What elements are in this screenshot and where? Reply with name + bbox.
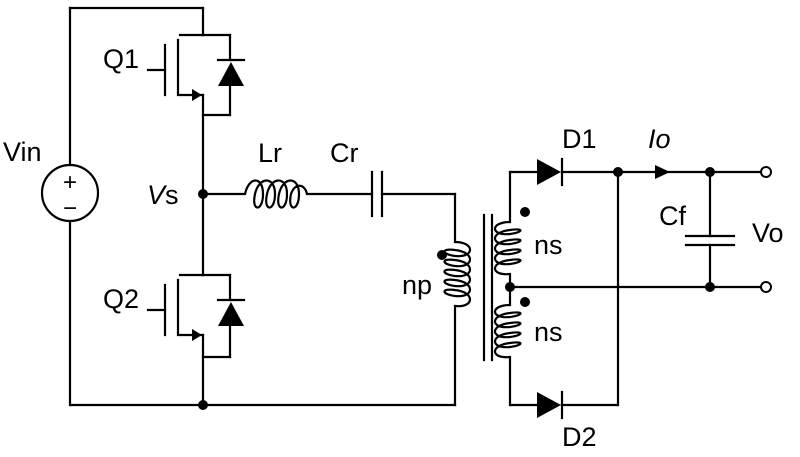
d2-label: D2 bbox=[562, 422, 597, 452]
inductor-lr bbox=[201, 179, 374, 209]
capacitor-cf bbox=[684, 167, 736, 292]
ns-top-label: ns bbox=[534, 230, 563, 260]
cf-bottom-dot bbox=[705, 282, 715, 292]
io-arrow-icon bbox=[655, 165, 670, 179]
vs-label-sub: s bbox=[165, 180, 179, 210]
secondary-bottom-polarity-dot bbox=[520, 297, 530, 307]
q2-label: Q2 bbox=[103, 284, 139, 314]
diode-d1 bbox=[508, 157, 772, 187]
primary-polarity-dot bbox=[437, 250, 447, 260]
vo-label: Vo bbox=[752, 218, 784, 248]
output-terminal-negative bbox=[760, 281, 772, 293]
d1-label: D1 bbox=[562, 124, 597, 154]
capacitor-cr bbox=[370, 170, 457, 218]
secondary-top-polarity-dot bbox=[520, 207, 530, 217]
vin-plus-sign: + bbox=[63, 169, 77, 196]
input-source-vin: + − bbox=[40, 6, 100, 407]
io-label: Io bbox=[648, 124, 671, 154]
diode-d2 bbox=[508, 390, 620, 420]
cf-label: Cf bbox=[659, 201, 686, 231]
mosfet-q2 bbox=[146, 273, 246, 407]
output-terminal-positive bbox=[760, 166, 772, 178]
cr-label: Cr bbox=[330, 138, 359, 168]
ns-bottom-label: ns bbox=[534, 317, 563, 347]
vin-minus-sign: − bbox=[63, 195, 77, 222]
vin-label: Vin bbox=[3, 137, 42, 167]
mosfet-q1 bbox=[146, 6, 246, 117]
vs-label: Vs bbox=[147, 180, 179, 210]
lr-label: Lr bbox=[258, 138, 282, 168]
q1-label: Q1 bbox=[103, 44, 139, 74]
transformer-secondary-bottom bbox=[493, 285, 530, 407]
bottom-node-dot bbox=[198, 400, 208, 410]
transformer-core bbox=[482, 213, 494, 362]
vs-label-italic: V bbox=[147, 180, 168, 210]
rectifier-output-dot bbox=[613, 167, 623, 177]
transformer-primary-np bbox=[437, 192, 472, 407]
np-label: np bbox=[402, 270, 432, 300]
transformer-secondary-top bbox=[493, 170, 530, 289]
